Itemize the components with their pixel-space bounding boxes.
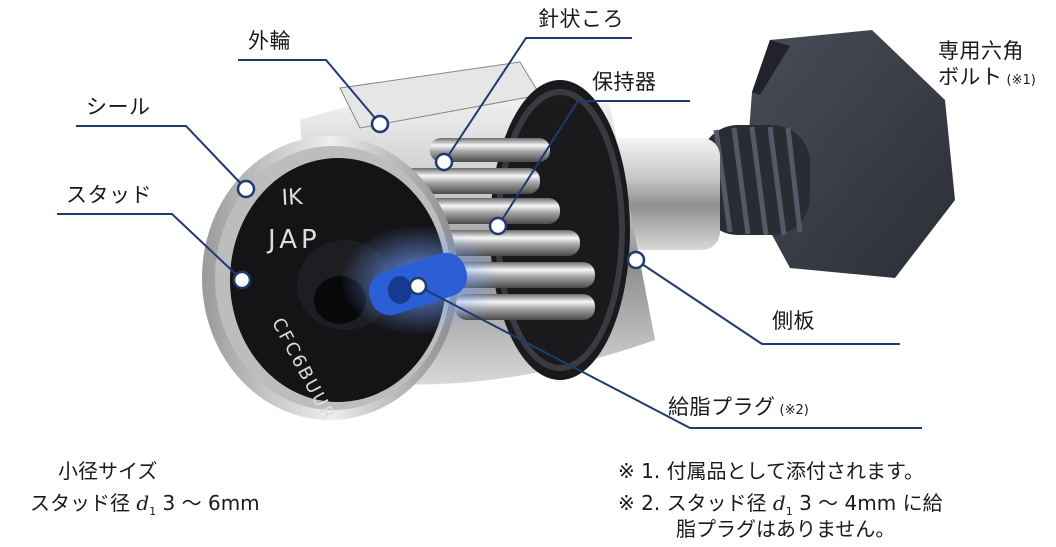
footnote-2-prefix: スタッド径 bbox=[666, 491, 767, 515]
leader-side-plate bbox=[635, 259, 900, 345]
needle-roller bbox=[430, 138, 550, 162]
footnote-2: ※ 2. スタッド径 d1 3 〜 4mm に給 bbox=[618, 490, 943, 525]
footnote-1-text: 付属品として添付されます。 bbox=[666, 459, 924, 483]
size-note-line1: 小径サイズ bbox=[58, 459, 158, 483]
stud-marking-middle: JAP bbox=[266, 225, 321, 255]
dot-cage bbox=[488, 216, 508, 236]
footnote-1: ※ 1. 付属品として添付されます。 bbox=[618, 458, 924, 484]
label-grease-plug-text: 給脂プラグ bbox=[668, 395, 776, 419]
label-side-plate: 側板 bbox=[772, 309, 815, 333]
size-note-range: 3 〜 6mm bbox=[162, 491, 260, 515]
needle-roller bbox=[410, 198, 560, 224]
label-outer-ring: 外輪 bbox=[248, 29, 291, 53]
size-note-line2: スタッド径 d1 3 〜 6mm bbox=[30, 490, 260, 525]
dot-stud bbox=[232, 270, 252, 290]
label-hex-bolt-text: ボルト bbox=[938, 65, 1003, 89]
footnote-2-line2: 脂プラグはありません。 bbox=[676, 517, 896, 541]
leader-needle-rollers bbox=[443, 37, 632, 163]
leader-cage bbox=[497, 100, 690, 227]
leader-dots bbox=[232, 114, 646, 296]
footnote-2-symbol-sub: 1 bbox=[785, 505, 793, 518]
leader-stud bbox=[57, 213, 243, 281]
grease-plug-hole bbox=[388, 276, 412, 304]
footnote-2-symbol: d bbox=[772, 491, 786, 515]
label-cage: 保持器 bbox=[592, 70, 657, 94]
dot-grease-plug bbox=[408, 276, 428, 296]
leader-outer-ring bbox=[238, 59, 381, 125]
leader-seal bbox=[76, 125, 247, 190]
dot-needle-rollers bbox=[434, 152, 454, 172]
dot-side-plate bbox=[626, 250, 646, 270]
footnote-1-marker: ※ 1. bbox=[618, 459, 661, 483]
size-note-symbol-sub: 1 bbox=[149, 505, 157, 518]
hex-bolt-thread-lines bbox=[713, 126, 803, 236]
label-hex-bolt-line1: 専用六角 bbox=[938, 39, 1024, 63]
label-needle-rollers: 針状ころ bbox=[538, 7, 624, 31]
label-grease-plug: 給脂プラグ(※2) bbox=[668, 394, 809, 424]
hex-bolt bbox=[700, 30, 955, 278]
label-hex-bolt-line2: ボルト(※1) bbox=[938, 64, 1036, 94]
label-hex-bolt-note: (※1) bbox=[1006, 73, 1036, 88]
footnote-2-marker: ※ 2. bbox=[618, 491, 661, 515]
hex-bolt-edge bbox=[752, 40, 790, 95]
size-note-prefix: スタッド径 bbox=[30, 491, 130, 515]
dot-seal bbox=[236, 179, 256, 199]
label-seal: シール bbox=[86, 95, 151, 119]
label-stud: スタッド bbox=[66, 183, 152, 207]
size-note-symbol: d bbox=[136, 491, 150, 515]
leader-lines bbox=[57, 37, 922, 429]
leader-grease-plug bbox=[417, 285, 922, 429]
dot-outer-ring bbox=[370, 114, 390, 134]
footnote-2-text: 3 〜 4mm に給 bbox=[799, 491, 943, 515]
stud-marking-top: IK bbox=[281, 185, 304, 211]
label-grease-plug-note: (※2) bbox=[779, 403, 809, 418]
